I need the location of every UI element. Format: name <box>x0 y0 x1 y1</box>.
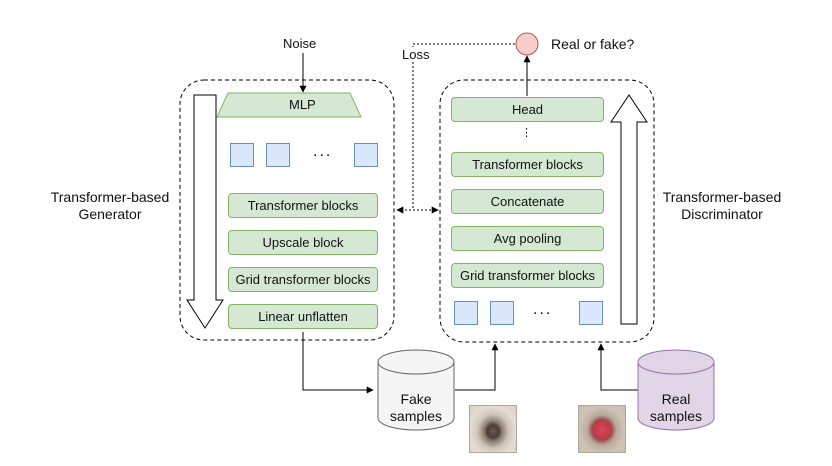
disc-token <box>454 301 478 325</box>
gen-transformer-blocks: Transformer blocks <box>228 193 378 218</box>
disc-head: Head <box>451 97 604 122</box>
loss-path <box>412 43 515 210</box>
disc-grid-transformer-blocks: Grid transformer blocks <box>451 263 604 288</box>
discriminator-label: Transformer-based Discriminator <box>652 189 792 223</box>
fake-sample-image <box>469 405 517 453</box>
discriminator-panel <box>439 79 655 343</box>
fake-to-discriminator-arrow <box>455 343 499 391</box>
noise-label: Noise <box>283 36 317 51</box>
generator-token <box>230 143 254 167</box>
disc-token-ellipsis: ... <box>533 301 553 318</box>
loss-label: Loss <box>401 47 431 62</box>
mlp-block <box>216 92 362 118</box>
generator-token <box>266 143 290 167</box>
real-samples-line2: samples <box>649 408 703 424</box>
output-node <box>515 32 539 56</box>
fake-samples-line2: samples <box>389 408 443 424</box>
real-samples-cylinder <box>637 349 715 431</box>
generator-flow-arrow <box>186 94 224 329</box>
disc-token <box>579 301 603 325</box>
generator-token-ellipsis: ... <box>313 143 333 160</box>
generator-label-line2: Generator <box>78 206 142 222</box>
discriminator-label-line2: Discriminator <box>681 206 763 222</box>
real-samples-line1: Real <box>661 391 691 407</box>
disc-token <box>490 301 514 325</box>
gen-upscale-block: Upscale block <box>228 230 378 255</box>
disc-avg-pooling: Avg pooling <box>451 226 604 251</box>
mlp-label: MLP <box>289 97 316 112</box>
fake-samples-label: Fake samples <box>376 391 456 425</box>
generator-panel <box>179 79 395 341</box>
discriminator-flow-arrow <box>610 94 648 325</box>
real-sample-image <box>578 405 626 453</box>
generator-label-line1: Transformer-based <box>50 189 170 205</box>
fake-samples-line1: Fake <box>400 391 432 407</box>
disc-transformer-blocks: Transformer blocks <box>451 152 604 177</box>
generator-to-fake-arrow <box>302 332 374 394</box>
gen-linear-unflatten: Linear unflatten <box>228 304 378 329</box>
fake-samples-cylinder <box>377 349 455 431</box>
output-label: Real or fake? <box>551 36 635 52</box>
real-samples-label: Real samples <box>636 391 716 425</box>
gen-grid-transformer-blocks: Grid transformer blocks <box>228 267 378 292</box>
disc-concatenate: Concatenate <box>451 189 604 214</box>
generator-token <box>354 143 378 167</box>
real-to-discriminator-arrow <box>597 343 638 391</box>
discriminator-label-line1: Transformer-based <box>662 189 782 205</box>
generator-label: Transformer-based Generator <box>40 189 180 223</box>
disc-vertical-ellipsis: ⋮ <box>521 127 532 139</box>
